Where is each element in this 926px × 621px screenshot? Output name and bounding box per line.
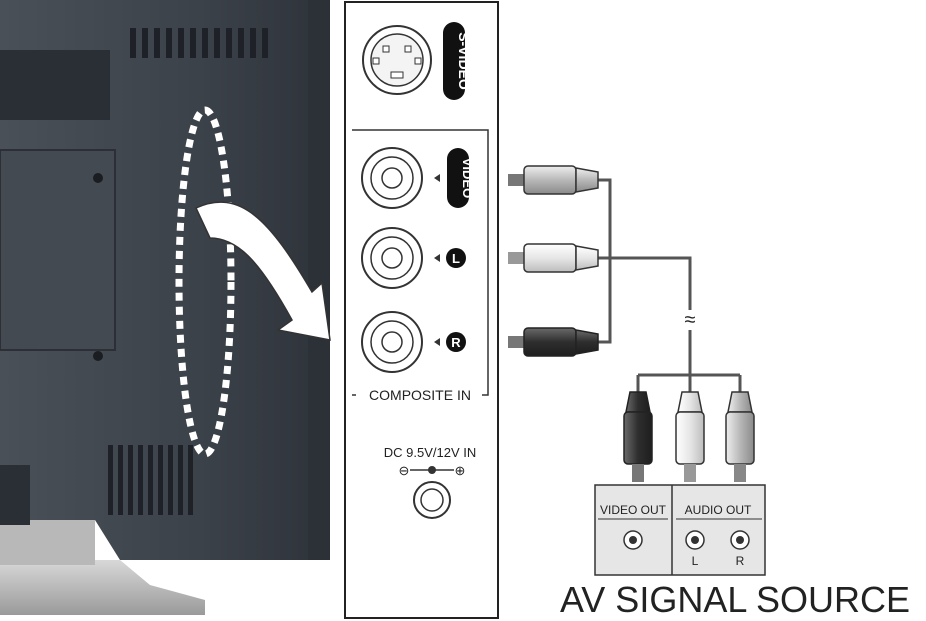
video-out-label: VIDEO OUT (600, 503, 667, 517)
source-audio-left-plug-white[interactable] (675, 391, 705, 482)
audio-left-out-jack[interactable] (685, 530, 705, 550)
video-label-pill (447, 148, 469, 208)
right-label: R (451, 335, 461, 350)
av-source-box: VIDEO OUT AUDIO OUT L R (594, 484, 766, 576)
audio-right-plug-black[interactable] (508, 327, 599, 357)
left-label: L (452, 251, 460, 266)
tv-lower-block (0, 465, 30, 525)
connector-panel: S-VIDEO COMPOSITE IN VIDEO L R (344, 1, 499, 619)
audio-right-in-port[interactable] (361, 311, 423, 373)
video-plug-gray[interactable] (508, 165, 599, 195)
mount-screw (93, 351, 103, 361)
av-signal-source-title: AV SIGNAL SOURCE (560, 579, 910, 620)
right-label-badge (446, 332, 466, 352)
source-right-label: R (736, 554, 745, 568)
tv-body (0, 0, 330, 560)
video-label: VIDEO (460, 158, 475, 198)
audio-right-out-jack[interactable] (730, 530, 750, 550)
tv-top-panel (0, 50, 110, 120)
dc-negative-symbol: ⊖ (399, 463, 410, 478)
mount-screw (93, 173, 103, 183)
dc-positive-symbol: ⊕ (455, 463, 466, 478)
bottom-vent (108, 445, 193, 515)
dc-label: DC 9.5V/12V IN (384, 445, 477, 460)
source-audio-right-plug-gray[interactable] (725, 391, 755, 482)
zoom-arrow (194, 201, 331, 341)
video-in-port[interactable] (361, 147, 423, 209)
tv-stand-neck (0, 520, 95, 565)
pointer-icon (434, 338, 440, 346)
left-label-badge (446, 248, 466, 268)
composite-label: COMPOSITE IN (369, 387, 471, 403)
tv-side-strip (308, 0, 330, 560)
cable-break-mark: ≈ (685, 309, 696, 331)
av-cable (596, 178, 742, 392)
audio-left-plug-white[interactable] (508, 243, 599, 273)
source-left-label: L (692, 554, 699, 568)
video-out-jack[interactable] (623, 530, 643, 550)
svideo-label-pill (443, 22, 465, 100)
top-vent (130, 28, 268, 58)
audio-left-in-port[interactable] (361, 227, 423, 289)
pointer-icon (434, 174, 440, 182)
svideo-port[interactable] (362, 25, 432, 95)
highlight-ellipse (175, 106, 235, 458)
source-video-plug-black[interactable] (623, 391, 653, 482)
svideo-label: S-VIDEO (456, 32, 472, 90)
audio-out-label: AUDIO OUT (685, 503, 752, 517)
composite-frame (352, 129, 489, 396)
mounting-plate (0, 149, 116, 351)
dc-polarity-symbol: ⊖ ⊕ (399, 463, 466, 478)
pointer-icon (434, 254, 440, 262)
tv-stand (0, 560, 205, 615)
tv-back (0, 0, 330, 615)
dc-in-port[interactable] (413, 481, 451, 519)
